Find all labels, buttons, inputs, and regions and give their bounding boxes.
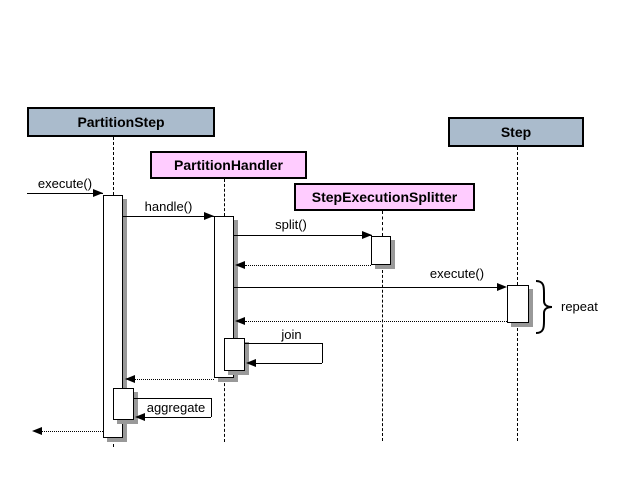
- self-message-join-bottom: [256, 363, 322, 364]
- return-line-handle: [135, 379, 214, 380]
- activation-step: [507, 285, 529, 323]
- actor-label-step: Step: [500, 124, 532, 140]
- actor-box-partitionstep: PartitionStep: [27, 107, 215, 137]
- arrowhead-return-handle: [125, 375, 135, 383]
- arrowhead-handle: [204, 212, 214, 220]
- message-label-execute-1: execute(): [37, 176, 93, 191]
- message-label-aggregate: aggregate: [146, 400, 206, 415]
- message-label-handle: handle(): [144, 199, 193, 214]
- activation-partitionstep: [103, 195, 123, 438]
- self-message-join-right: [322, 343, 323, 363]
- message-line-execute-2: [234, 287, 497, 288]
- actor-label-partitionstep: PartitionStep: [77, 114, 165, 130]
- message-label-join: join: [281, 327, 302, 342]
- lifeline-step-upper: [517, 147, 518, 285]
- actor-box-partitionhandler: PartitionHandler: [150, 151, 307, 179]
- activation-join-self: [224, 338, 245, 371]
- repeat-brace-icon: [535, 280, 553, 334]
- return-line-final: [42, 431, 103, 432]
- arrowhead-return-final: [32, 427, 42, 435]
- message-line-split: [234, 235, 372, 236]
- activation-aggregate-self: [113, 388, 134, 420]
- arrowhead-join: [246, 359, 256, 367]
- arrowhead-return-step: [235, 317, 245, 325]
- message-label-split: split(): [275, 217, 307, 232]
- lifeline-step-lower: [517, 323, 518, 441]
- lifeline-partitionstep-upper: [113, 137, 114, 195]
- self-message-join-top: [245, 343, 322, 344]
- arrowhead-execute-1: [93, 189, 103, 197]
- lifeline-partitionhandler-lower: [224, 378, 225, 442]
- lifeline-stepexecutionsplitter-lower: [382, 265, 383, 441]
- actor-box-step: Step: [448, 117, 584, 147]
- self-message-aggregate-bottom: [145, 417, 211, 418]
- actor-label-stepexecutionsplitter: StepExecutionSplitter: [311, 189, 458, 205]
- self-message-aggregate-top: [134, 398, 211, 399]
- actor-label-partitionhandler: PartitionHandler: [174, 157, 283, 173]
- lifeline-partitionhandler-upper: [224, 179, 225, 216]
- activation-partitionhandler: [214, 216, 234, 378]
- arrowhead-aggregate: [135, 413, 145, 421]
- lifeline-stepexecutionsplitter-upper: [382, 211, 383, 236]
- message-line-handle: [123, 216, 214, 217]
- return-line-step: [245, 321, 507, 322]
- return-line-split: [245, 265, 371, 266]
- arrowhead-split: [362, 231, 372, 239]
- arrowhead-execute-2: [497, 283, 507, 291]
- lifeline-partitionstep-lower: [113, 438, 114, 447]
- message-line-execute-1: [27, 193, 103, 194]
- activation-stepexecutionsplitter: [371, 236, 391, 265]
- actor-box-stepexecutionsplitter: StepExecutionSplitter: [294, 183, 475, 211]
- self-message-aggregate-right: [211, 398, 212, 417]
- message-label-execute-2: execute(): [429, 266, 485, 281]
- repeat-annotation: repeat: [561, 299, 598, 314]
- arrowhead-return-split: [235, 261, 245, 269]
